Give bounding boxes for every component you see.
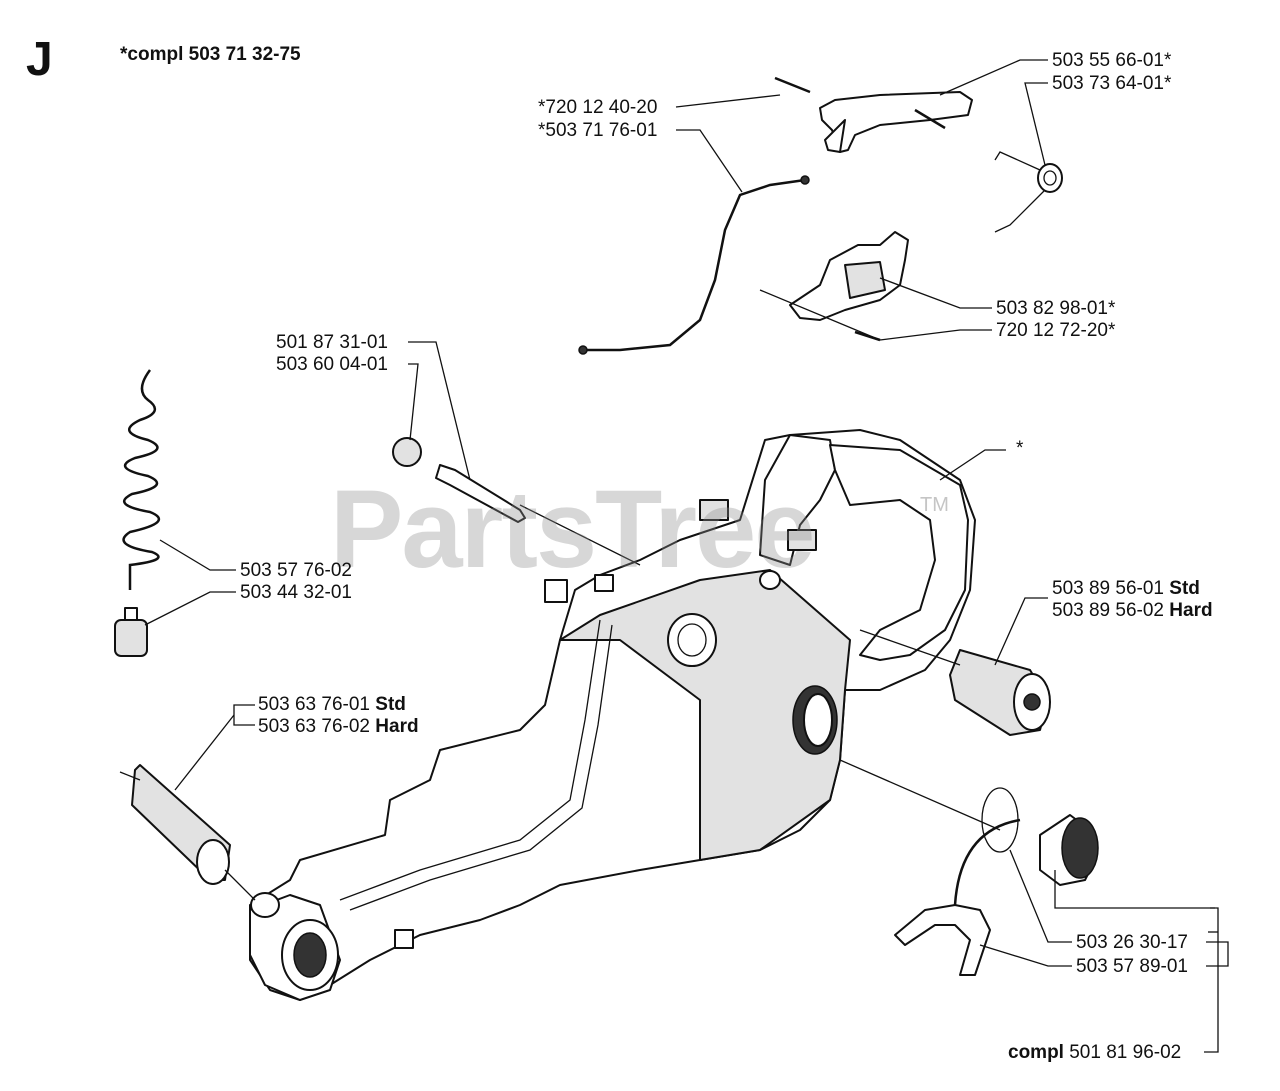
front-dampener-hard-number: 503 63 76-02 bbox=[258, 716, 370, 737]
fuel-hose-drawing bbox=[122, 369, 161, 590]
callout-oring: 503 26 30-17 bbox=[1076, 932, 1188, 953]
callout-handle-housing: * bbox=[1016, 438, 1024, 459]
callout-front-dampener-std: 503 63 76-01 Std bbox=[258, 694, 406, 716]
callout-front-dampener-hard: 503 63 76-02 Hard bbox=[258, 716, 419, 738]
throttle-cable-drawing bbox=[578, 175, 810, 355]
section-letter: J bbox=[26, 33, 53, 86]
callout-fuel-cap-compl: compl 501 81 96-02 bbox=[1008, 1042, 1181, 1064]
callout-throttle-trigger: 503 55 66-01* bbox=[1052, 50, 1172, 71]
vent-parts-drawing bbox=[392, 437, 526, 523]
rear-dampener-drawing bbox=[949, 649, 1051, 736]
callout-vent-filter: 503 60 04-01 bbox=[276, 354, 388, 375]
rear-dampener-hard-number: 503 89 56-02 bbox=[1052, 600, 1164, 621]
callout-rear-dampener-std: 503 89 56-01 Std bbox=[1052, 578, 1200, 600]
callout-rear-dampener-hard: 503 89 56-02 Hard bbox=[1052, 600, 1213, 622]
callout-fuel-filter: 503 44 32-01 bbox=[240, 582, 352, 603]
callout-vent-valve: 501 87 31-01 bbox=[276, 332, 388, 353]
cap-compl-number: 501 81 96-02 bbox=[1069, 1042, 1182, 1063]
throttle-lockout-drawing bbox=[789, 231, 909, 342]
front-dampener-std-tag: Std bbox=[375, 694, 406, 715]
fuel-filter-drawing bbox=[114, 607, 148, 657]
callout-throttle-lockout: 503 82 98-01* bbox=[996, 298, 1116, 319]
rear-dampener-std-tag: Std bbox=[1169, 578, 1200, 599]
cap-compl-prefix: compl bbox=[1008, 1042, 1064, 1063]
callout-pin-top: *720 12 40-20 bbox=[538, 97, 658, 118]
callout-strap: 503 57 89-01 bbox=[1076, 956, 1188, 977]
trademark-mark: TM bbox=[920, 494, 949, 516]
front-dampener-std-number: 503 63 76-01 bbox=[258, 694, 370, 715]
watermark-text: PartsTree bbox=[330, 468, 815, 591]
leader-lines bbox=[144, 59, 1229, 1053]
rear-dampener-hard-tag: Hard bbox=[1169, 600, 1213, 621]
tank-housing-drawing bbox=[249, 429, 976, 1001]
callout-trigger-spring: 503 73 64-01* bbox=[1052, 73, 1172, 94]
callout-pin-lockout: 720 12 72-20* bbox=[996, 320, 1116, 341]
rear-dampener-std-number: 503 89 56-01 bbox=[1052, 578, 1164, 599]
callout-fuel-hose: 503 57 76-02 bbox=[240, 560, 352, 581]
fuel-cap-drawing bbox=[894, 787, 1099, 976]
front-dampener-drawing bbox=[119, 764, 231, 885]
trigger-spring-drawing bbox=[994, 151, 1063, 233]
assembly-title: *compl 503 71 32-75 bbox=[120, 44, 301, 65]
front-dampener-hard-tag: Hard bbox=[375, 716, 419, 737]
callout-throttle-cable: *503 71 76-01 bbox=[538, 120, 658, 141]
throttle-trigger-drawing bbox=[774, 76, 973, 153]
